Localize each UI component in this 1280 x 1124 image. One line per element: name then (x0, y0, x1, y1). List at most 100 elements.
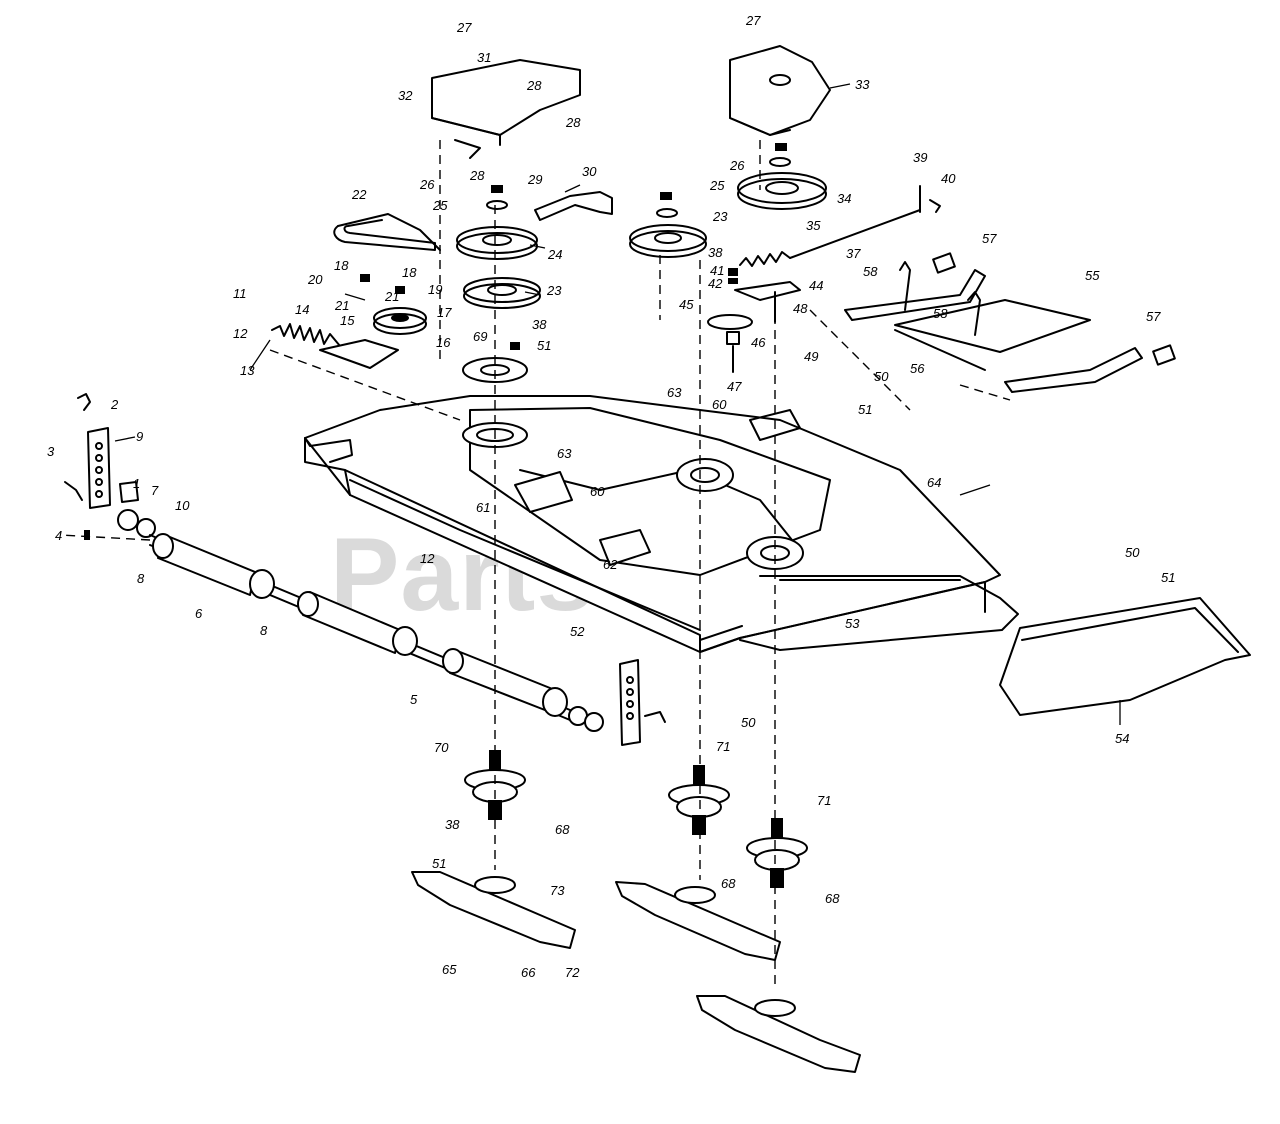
callout-38b: 38 (532, 317, 547, 332)
bushing-7 (117, 509, 139, 531)
callout-57a: 57 (982, 231, 997, 246)
callout-33: 33 (855, 77, 870, 92)
callout-19: 19 (428, 282, 442, 297)
callout-40: 40 (941, 171, 956, 186)
callout-9: 9 (136, 429, 143, 444)
pulley-34 (737, 172, 827, 210)
blade-72-center (615, 881, 781, 961)
rod-37 (789, 209, 921, 259)
deck-spindle-housing-right (746, 536, 804, 570)
callout-32: 32 (398, 88, 413, 103)
belt-cover-left (431, 59, 581, 159)
callout-72: 72 (565, 965, 580, 980)
callout-25a: 25 (432, 198, 448, 213)
callout-68c: 68 (825, 891, 840, 906)
callout-51d: 51 (432, 856, 446, 871)
callout-57b: 57 (1146, 309, 1161, 324)
callout-8b: 8 (260, 623, 268, 638)
callout-68a: 68 (555, 822, 570, 837)
callout-22: 22 (351, 187, 367, 202)
callout-2: 2 (110, 397, 119, 412)
callout-55: 55 (1085, 268, 1100, 283)
callout-60a: 60 (712, 397, 727, 412)
callout-3: 3 (47, 444, 55, 459)
callout-53: 53 (845, 616, 860, 631)
deck-spindle-housing-center (676, 458, 734, 492)
callout-51c: 51 (1161, 570, 1175, 585)
callout-50b: 50 (741, 715, 756, 730)
callout-14: 14 (295, 302, 309, 317)
callout-70: 70 (434, 740, 449, 755)
callout-21a: 21 (334, 298, 349, 313)
callout-61: 61 (476, 500, 490, 515)
callout-1: 1 (133, 476, 140, 491)
cotter-4 (84, 530, 90, 540)
callout-21b: 21 (384, 289, 399, 304)
callout-38c: 38 (445, 817, 460, 832)
idler-bracket-left (514, 471, 573, 513)
callout-39: 39 (913, 150, 927, 165)
callout-12b: 12 (420, 551, 435, 566)
spindle-71-center (668, 765, 730, 835)
lift-linkage (844, 252, 1176, 393)
callout-50a: 50 (874, 369, 889, 384)
clip-40 (929, 199, 941, 213)
washer-8 (136, 518, 156, 538)
callout-20: 20 (307, 272, 323, 287)
blade-72-left (411, 871, 576, 949)
spindle-71-right (746, 818, 808, 888)
callout-66: 66 (521, 965, 536, 980)
belt-22 (333, 219, 436, 251)
pin-1 (119, 481, 139, 503)
callout-26a: 26 (419, 177, 435, 192)
callout-51b: 51 (858, 402, 872, 417)
belt-22-edge (337, 213, 441, 251)
callout-69: 69 (473, 329, 487, 344)
callout-35: 35 (806, 218, 821, 233)
callout-68b: 68 (721, 876, 736, 891)
belt-cover-right (729, 45, 831, 136)
callout-34: 34 (837, 191, 851, 206)
idler-arm-44 (734, 281, 801, 301)
callout-54: 54 (1115, 731, 1129, 746)
callout-27a: 27 (456, 20, 472, 35)
callout-18a: 18 (334, 258, 349, 273)
callout-23b: 23 (712, 209, 728, 224)
discharge-chute-54 (999, 597, 1251, 716)
callout-4: 4 (55, 528, 62, 543)
hardware-nuts (360, 143, 791, 350)
callout-65: 65 (442, 962, 457, 977)
callout-27b: 27 (745, 13, 761, 28)
callout-29: 29 (527, 172, 542, 187)
callout-49: 49 (804, 349, 818, 364)
callout-71a: 71 (716, 739, 730, 754)
spring-35 (739, 251, 791, 267)
idler-bracket-right (599, 529, 651, 566)
pulley-23-right (629, 224, 707, 258)
belt-30 (534, 191, 613, 221)
callout-25b: 25 (709, 178, 725, 193)
callout-56: 56 (910, 361, 925, 376)
callout-8a: 8 (137, 571, 145, 586)
callout-63a: 63 (667, 385, 682, 400)
callout-73: 73 (550, 883, 565, 898)
rollers-6 (152, 533, 568, 717)
callout-58b: 58 (933, 306, 948, 321)
callout-7: 7 (151, 483, 159, 498)
callout-64: 64 (927, 475, 941, 490)
callout-46: 46 (751, 335, 766, 350)
discharge-chute-rim (1021, 607, 1239, 653)
callout-10: 10 (175, 498, 190, 513)
spring-14 (271, 323, 341, 347)
callout-6: 6 (195, 606, 203, 621)
callout-24: 24 (547, 247, 562, 262)
height-bracket-right (568, 659, 666, 746)
hairpin-2 (77, 393, 91, 411)
callout-63b: 63 (557, 446, 572, 461)
callout-28a: 28 (526, 78, 542, 93)
callout-13: 13 (240, 363, 255, 378)
callout-38a: 38 (708, 245, 723, 260)
blade-72-right (696, 995, 861, 1073)
callout-26b: 26 (729, 158, 745, 173)
